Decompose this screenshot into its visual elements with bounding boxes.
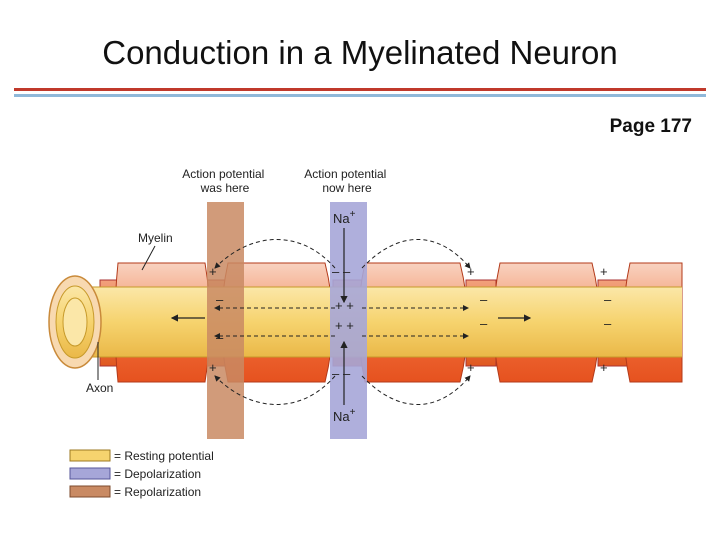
charge-plus: + bbox=[600, 360, 608, 375]
axon-label: Axon bbox=[86, 381, 113, 395]
charge-minus: – bbox=[604, 316, 612, 331]
charge-minus: – bbox=[216, 330, 224, 345]
local-current-loops bbox=[214, 239, 471, 405]
ap-was-here-label: Action potential was here bbox=[182, 167, 267, 195]
charge-minus: – bbox=[480, 316, 488, 331]
charge-minus: – bbox=[480, 292, 488, 307]
myelin-leader-line bbox=[141, 245, 156, 271]
legend-label-repolarization: = Repolarization bbox=[114, 485, 201, 499]
repolarization-band bbox=[207, 202, 244, 439]
charge-minus: – bbox=[343, 366, 351, 381]
charge-minus: – bbox=[216, 292, 224, 307]
charge-double-plus: + + bbox=[335, 318, 354, 333]
legend: = Resting potential = Depolarization = R… bbox=[69, 449, 214, 499]
charge-minus: – bbox=[332, 264, 340, 279]
legend-label-depolarization: = Depolarization bbox=[114, 467, 201, 481]
ap-now-here-label: Action potential now here bbox=[304, 167, 389, 195]
charge-double-plus: + + bbox=[335, 298, 354, 313]
charge-minus: – bbox=[604, 292, 612, 307]
axon-core bbox=[48, 275, 682, 369]
na-label-top: Na+ bbox=[333, 209, 356, 226]
charge-plus: + bbox=[209, 360, 217, 375]
charge-plus: + bbox=[209, 264, 217, 279]
depolarization-band bbox=[330, 202, 367, 439]
charge-plus: + bbox=[467, 264, 475, 279]
title-divider-blue bbox=[14, 94, 706, 97]
slide-title: Conduction in a Myelinated Neuron bbox=[102, 34, 618, 71]
legend-swatch-repolarization bbox=[69, 485, 111, 498]
legend-label-resting: = Resting potential bbox=[114, 449, 214, 463]
na-label-bottom: Na+ bbox=[333, 407, 356, 424]
myelin-label: Myelin bbox=[138, 231, 173, 245]
title-divider-red bbox=[14, 88, 706, 91]
charge-plus: + bbox=[467, 360, 475, 375]
legend-swatch-depolarization bbox=[69, 467, 111, 480]
legend-swatch-resting bbox=[69, 449, 111, 462]
charge-minus: – bbox=[343, 264, 351, 279]
charge-minus: – bbox=[332, 366, 340, 381]
charge-plus: + bbox=[600, 264, 608, 279]
charge-markers: + – – + – – + + + + – – + – – + + – – + bbox=[209, 264, 612, 381]
page-reference: Page 177 bbox=[609, 116, 692, 137]
